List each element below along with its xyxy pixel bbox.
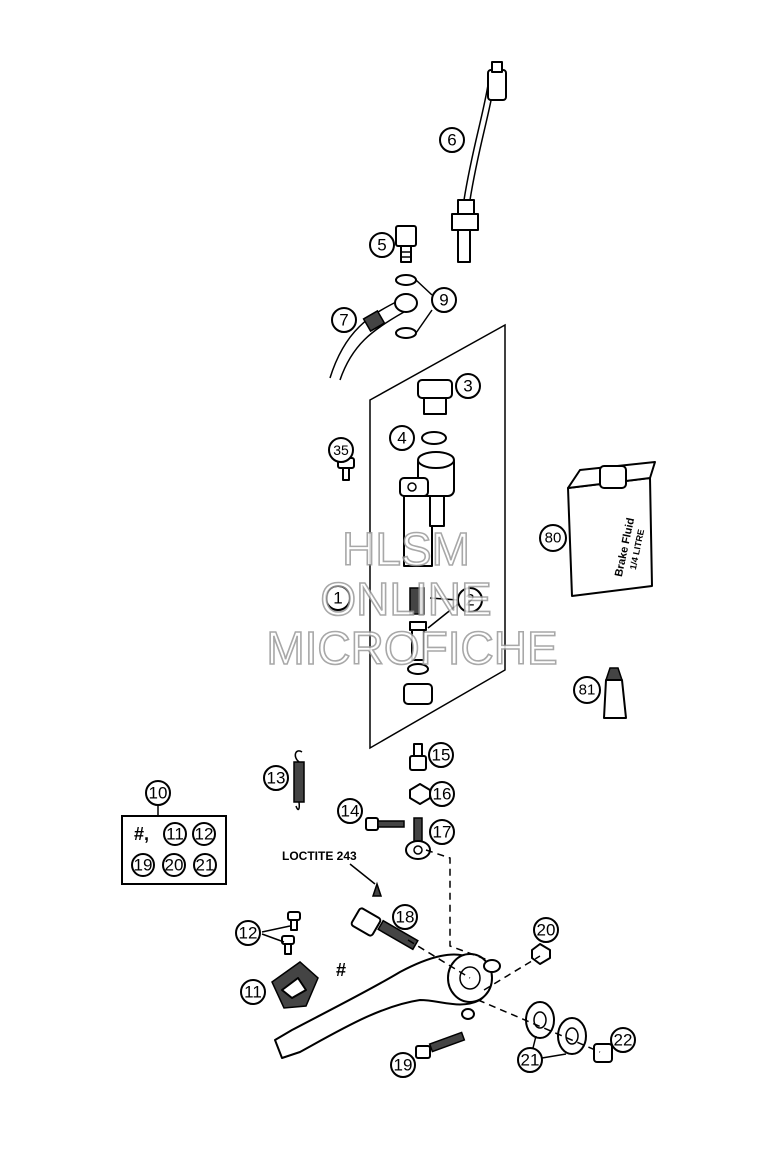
- callout-80: 80: [539, 524, 567, 552]
- brake-light-switch: [451, 61, 507, 263]
- svg-text:16: 16: [433, 785, 452, 804]
- callout-35: 35: [328, 437, 354, 463]
- svg-text:10: 10: [149, 784, 168, 803]
- watermark-line2: ONLINE: [320, 573, 491, 625]
- callout-22: 22: [610, 1027, 636, 1053]
- callout-18: 18: [392, 904, 418, 930]
- loctite-drop: [371, 881, 383, 897]
- kit-callout-19: 19: [131, 853, 155, 877]
- svg-text:12: 12: [239, 924, 258, 943]
- svg-text:11: 11: [244, 983, 262, 1002]
- svg-text:6: 6: [447, 131, 456, 150]
- o-ring: [421, 431, 447, 445]
- washer-upper: [395, 274, 417, 286]
- svg-text:2: 2: [465, 591, 474, 610]
- callout-9: 9: [431, 287, 457, 313]
- brake-pedal: [274, 953, 501, 1059]
- assembly-line-bearing: [477, 999, 601, 1053]
- svg-text:22: 22: [614, 1031, 633, 1050]
- svg-text:21: 21: [196, 856, 215, 875]
- svg-text:17: 17: [433, 823, 452, 842]
- svg-text:35: 35: [333, 442, 349, 458]
- push-rod: [405, 817, 431, 860]
- collar-nut: [593, 1043, 613, 1063]
- callout-81: 81: [573, 676, 601, 704]
- callout-5: 5: [369, 232, 395, 258]
- svg-text:80: 80: [545, 530, 562, 547]
- callout-19: 19: [390, 1052, 416, 1078]
- callout-14: 14: [337, 798, 363, 824]
- watermark-line3: MICROFICHE: [266, 622, 557, 674]
- nut-small: [531, 943, 551, 965]
- pedal-hash: #: [336, 960, 346, 980]
- svg-text:5: 5: [377, 236, 386, 255]
- brake-fluid-bottle: Brake Fluid 1/4 LITRE: [567, 461, 656, 597]
- loctite-label: LOCTITE 243: [282, 849, 357, 863]
- svg-text:7: 7: [339, 311, 348, 330]
- seal-ring: [407, 663, 429, 675]
- callout-10: 10: [145, 780, 171, 806]
- watermark: HLSM ONLINE MICROFICHE: [266, 522, 559, 675]
- callout-1: 1: [325, 585, 351, 611]
- svg-text:4: 4: [397, 429, 406, 448]
- master-cylinder-panel: [369, 323, 506, 750]
- svg-text:11: 11: [166, 825, 184, 844]
- callout-12: 12: [235, 920, 261, 946]
- kit-callout-21: 21: [193, 853, 217, 877]
- bearings: [525, 1001, 587, 1055]
- washer-lower: [395, 327, 417, 339]
- callout-20: 20: [533, 917, 559, 943]
- kit-callout-11: 11: [163, 822, 187, 846]
- svg-text:9: 9: [439, 291, 448, 310]
- callout-6: 6: [439, 127, 465, 153]
- callout-21: 21: [517, 1047, 543, 1073]
- master-cylinder-body: [399, 451, 455, 567]
- stop-bolt: [415, 1031, 466, 1059]
- svg-text:81: 81: [579, 682, 596, 699]
- kit-callout-12: 12: [192, 822, 216, 846]
- svg-text:13: 13: [267, 769, 286, 788]
- svg-text:19: 19: [134, 856, 153, 875]
- brake-hose: [329, 293, 418, 381]
- banjo-bolt: [395, 225, 417, 263]
- adjuster-pin: [409, 743, 427, 771]
- svg-text:12: 12: [195, 825, 214, 844]
- assembly-line-nut: [483, 955, 541, 991]
- callout-17: 17: [429, 819, 455, 845]
- reservoir-cap: [417, 379, 453, 415]
- grease-tube: [603, 667, 627, 719]
- callout-3: 3: [455, 373, 481, 399]
- svg-text:20: 20: [537, 921, 556, 940]
- svg-text:21: 21: [521, 1051, 540, 1070]
- callout-15: 15: [428, 742, 454, 768]
- assembly-line-rod: [425, 849, 489, 961]
- lock-nut: [409, 783, 431, 805]
- svg-text:18: 18: [396, 908, 415, 927]
- svg-text:1: 1: [333, 589, 342, 608]
- assembly-line-pivot: [407, 939, 471, 979]
- svg-text:14: 14: [341, 802, 360, 821]
- return-spring: [293, 750, 305, 811]
- callout-4: 4: [389, 425, 415, 451]
- kit-callout-20: 20: [162, 853, 186, 877]
- boot: [403, 683, 433, 705]
- clevis-bolt: [365, 817, 405, 831]
- foot-pad: [271, 961, 319, 1009]
- svg-text:15: 15: [432, 746, 451, 765]
- callout-16: 16: [429, 781, 455, 807]
- watermark-line1: HLSM: [342, 523, 470, 575]
- callout-11: 11: [240, 979, 266, 1005]
- kit-hash: #,: [134, 824, 149, 844]
- svg-text:19: 19: [394, 1056, 413, 1075]
- callout-2: 2: [457, 587, 483, 613]
- svg-text:20: 20: [165, 856, 184, 875]
- svg-text:3: 3: [463, 377, 472, 396]
- callout-7: 7: [331, 307, 357, 333]
- callout-13: 13: [263, 765, 289, 791]
- footrest-screws: [281, 911, 301, 955]
- piston-spring: [409, 587, 427, 661]
- pivot-bolt: [350, 907, 419, 951]
